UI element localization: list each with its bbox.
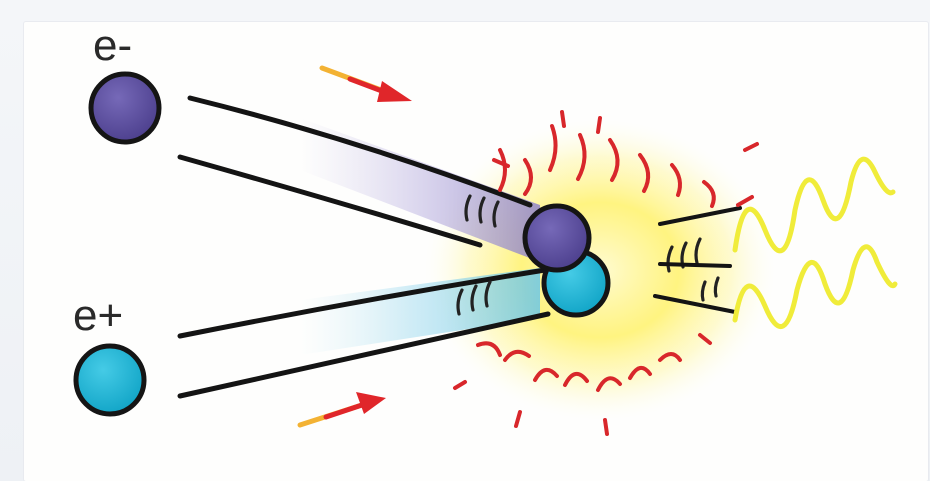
positron-label: e+ [73, 291, 123, 340]
electron-label: e- [93, 21, 132, 70]
electron-direction-arrow [322, 68, 412, 102]
electron-particle [91, 74, 159, 142]
positron-particle [76, 346, 144, 414]
positron-direction-arrow [300, 392, 386, 425]
colliding-electron [525, 206, 589, 270]
